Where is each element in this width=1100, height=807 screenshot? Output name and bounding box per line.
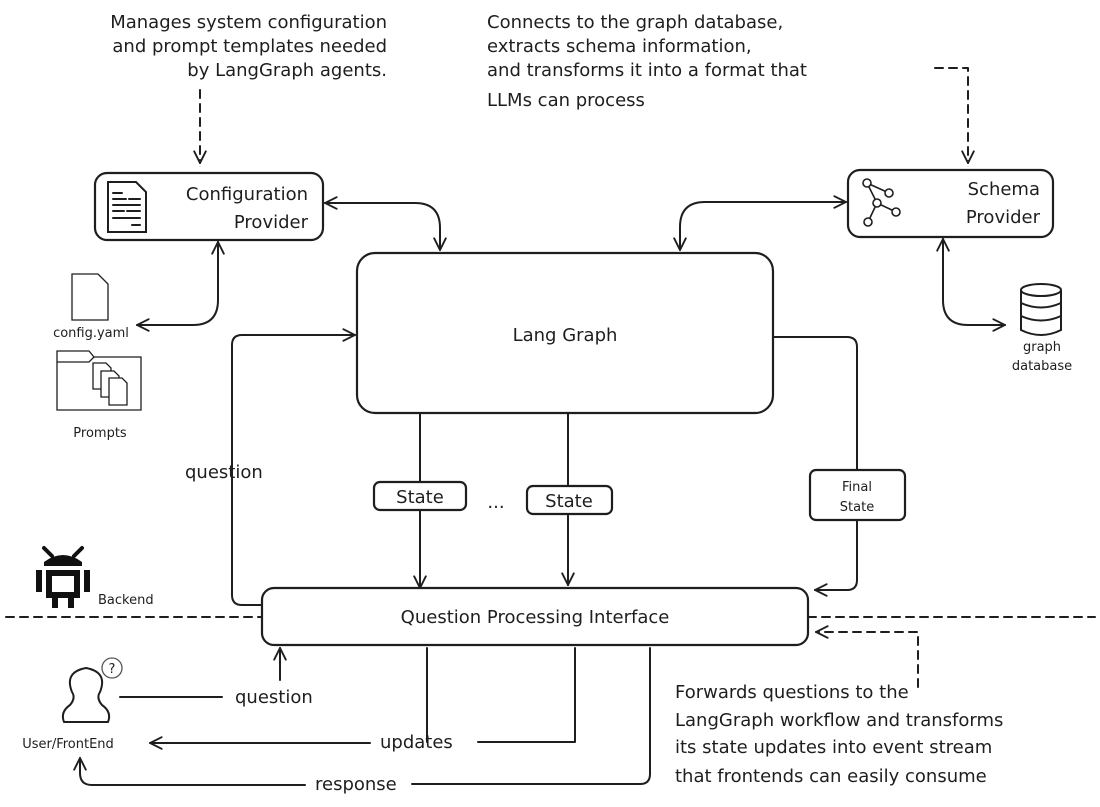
svg-text:State: State bbox=[396, 487, 444, 508]
lang-graph-node[interactable]: Lang Graph bbox=[355, 251, 775, 415]
final-state-badge: Final State bbox=[808, 468, 907, 522]
svg-text:Configuration: Configuration bbox=[186, 184, 308, 205]
user-question-label: question bbox=[235, 687, 313, 708]
graph-tree-icon bbox=[862, 178, 901, 227]
config-file[interactable]: config.yaml bbox=[53, 273, 129, 341]
svg-text:Connects to the graph database: Connects to the graph database, bbox=[487, 12, 783, 33]
folder-icon bbox=[56, 350, 142, 411]
final-state-edge bbox=[772, 336, 858, 590]
configuration-provider-node[interactable]: Configuration Provider bbox=[93, 171, 325, 242]
question-loop-edge bbox=[231, 335, 355, 606]
schema-note: Connects to the graph database, extracts… bbox=[487, 12, 807, 111]
file-icon bbox=[71, 273, 109, 321]
user-actor[interactable]: ? User/FrontEnd bbox=[22, 657, 123, 752]
schema-note-arrow bbox=[934, 67, 968, 163]
svg-text:Schema: Schema bbox=[968, 179, 1040, 200]
svg-text:State: State bbox=[840, 500, 874, 515]
svg-text:Final: Final bbox=[842, 480, 872, 495]
response-edge bbox=[411, 647, 651, 785]
config-file-edge bbox=[137, 242, 218, 325]
backend-label: Backend bbox=[98, 593, 154, 608]
svg-text:that frontends can easily cons: that frontends can easily consume bbox=[675, 766, 987, 787]
svg-text:its state updates into event s: its state updates into event stream bbox=[675, 737, 992, 758]
config-note: Manages system configuration and prompt … bbox=[110, 12, 387, 81]
svg-text:LLMs can process: LLMs can process bbox=[487, 90, 645, 111]
document-icon bbox=[107, 181, 147, 233]
question-loop-label: question bbox=[185, 462, 263, 483]
android-icon bbox=[36, 546, 90, 608]
svg-text:config.yaml: config.yaml bbox=[53, 326, 129, 341]
user-icon bbox=[61, 667, 111, 723]
state-badge-2: State bbox=[525, 484, 614, 516]
svg-text:graph: graph bbox=[1023, 340, 1061, 355]
response-arrow bbox=[80, 758, 306, 786]
svg-text:by LangGraph agents.: by LangGraph agents. bbox=[187, 60, 387, 81]
updates-edge bbox=[426, 647, 576, 743]
svg-text:Provider: Provider bbox=[966, 207, 1041, 228]
question-mark-icon: ? bbox=[101, 657, 123, 679]
database-icon bbox=[1020, 283, 1062, 336]
prompts-folder[interactable]: Prompts bbox=[56, 350, 142, 441]
svg-text:Forwards questions to the: Forwards questions to the bbox=[675, 682, 909, 703]
schema-provider-node[interactable]: Schema Provider bbox=[846, 168, 1055, 239]
question-processing-interface-node[interactable]: Question Processing Interface bbox=[260, 586, 810, 647]
schema-langgraph-edge bbox=[680, 202, 846, 250]
svg-text:State: State bbox=[545, 491, 593, 512]
response-label: response bbox=[315, 774, 397, 795]
svg-text:Question Processing Interface: Question Processing Interface bbox=[401, 607, 670, 628]
config-langgraph-edge bbox=[325, 203, 440, 250]
svg-text:database: database bbox=[1012, 359, 1072, 374]
svg-text:and prompt templates needed: and prompt templates needed bbox=[112, 36, 387, 57]
graph-database[interactable]: graph database bbox=[1012, 283, 1072, 374]
svg-text:LangGraph workflow and transfo: LangGraph workflow and transforms bbox=[675, 710, 1003, 731]
svg-text:?: ? bbox=[109, 662, 116, 677]
qpi-note-arrow bbox=[816, 632, 919, 688]
svg-text:Prompts: Prompts bbox=[73, 426, 127, 441]
user-label: User/FrontEnd bbox=[22, 737, 114, 752]
schema-database-edge bbox=[943, 239, 1005, 325]
svg-text:Manages system configuration: Manages system configuration bbox=[110, 12, 387, 33]
qpi-note: Forwards questions to the LangGraph work… bbox=[675, 682, 1003, 787]
state-badge-1: State bbox=[372, 480, 468, 512]
svg-text:Provider: Provider bbox=[234, 212, 309, 233]
svg-text:and transforms it into a forma: and transforms it into a format that bbox=[487, 60, 807, 81]
svg-text:extracts schema information,: extracts schema information, bbox=[487, 36, 752, 57]
svg-text:Lang Graph: Lang Graph bbox=[513, 325, 618, 346]
updates-label: updates bbox=[380, 732, 453, 753]
ellipsis: ... bbox=[487, 492, 504, 513]
